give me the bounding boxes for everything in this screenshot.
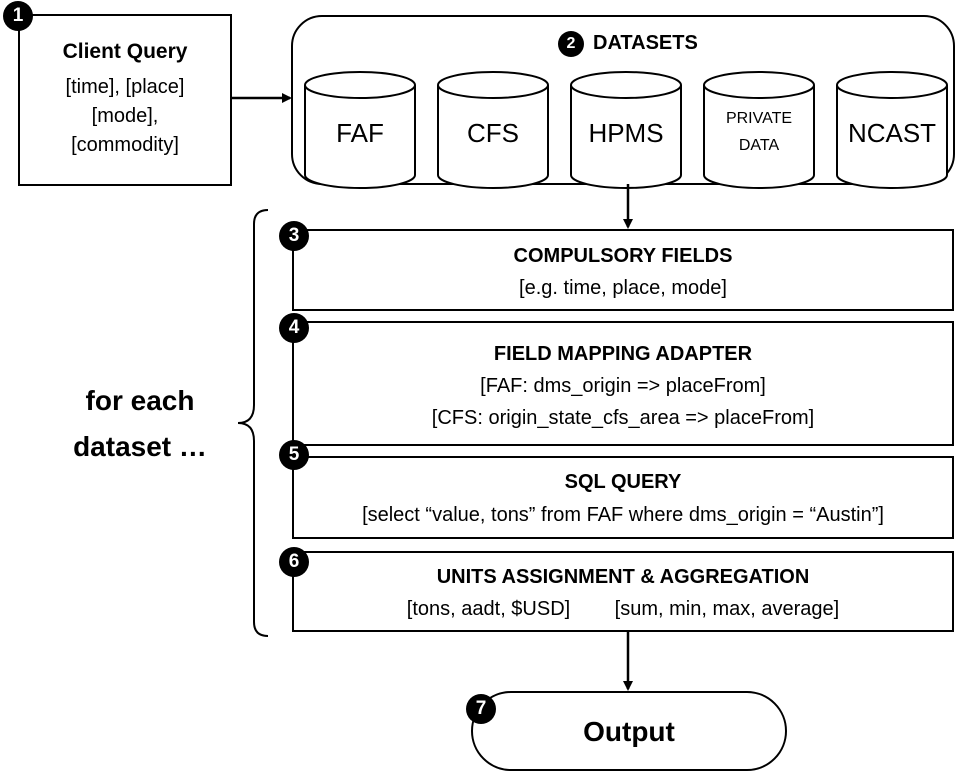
step-units-assignment: UNITS ASSIGNMENT & AGGREGATION [tons, aa…	[292, 551, 954, 632]
step-badge-4: 4	[279, 313, 309, 343]
step-sql-query: SQL QUERY [select “value, tons” from FAF…	[292, 456, 954, 539]
step-title: FIELD MAPPING ADAPTER	[493, 343, 753, 365]
step-title: SQL QUERY	[564, 471, 682, 493]
step-title: COMPULSORY FIELDS	[513, 245, 733, 267]
client-query-line: [time], [place]	[65, 76, 185, 98]
step-detail: [select “value, tons” from FAF where dms…	[362, 504, 884, 526]
step-field-mapping-adapter: FIELD MAPPING ADAPTER [FAF: dms_origin =…	[292, 321, 954, 446]
dataset-label-faf: FAF	[336, 118, 384, 148]
dataset-label-cfs: CFS	[467, 118, 519, 148]
for-each-label: for each dataset …	[50, 378, 230, 470]
step-detail: [e.g. time, place, mode]	[519, 277, 727, 299]
dataset-label-private: PRIVATE	[725, 110, 793, 127]
for-each-bracket	[237, 209, 269, 637]
datasets-title: DATASETS	[593, 32, 698, 54]
dataset-label-hpms: HPMS	[588, 118, 664, 148]
step-badge-6: 6	[279, 547, 309, 577]
dataset-cylinder-faf	[304, 71, 416, 189]
step-badge-3: 3	[279, 221, 309, 251]
step-badge-2: 2	[558, 31, 584, 57]
output-terminal	[471, 691, 787, 771]
dataset-cylinder-hpms	[570, 71, 682, 189]
output-label: Output	[583, 716, 675, 747]
for-each-label-line2: dataset …	[73, 431, 207, 462]
step-badge-1: 1	[3, 1, 33, 31]
client-query-line: [mode],	[91, 105, 159, 127]
client-query-title: Client Query	[62, 40, 188, 63]
dataset-cylinder-ncast	[836, 71, 948, 189]
dataset-cylinder-private-data	[703, 71, 815, 189]
step-detail: [CFS: origin_state_cfs_area => placeFrom…	[431, 407, 815, 429]
step-title: UNITS ASSIGNMENT & AGGREGATION	[436, 566, 810, 588]
step-detail: [FAF: dms_origin => placeFrom]	[480, 375, 766, 397]
step-badge-5: 5	[279, 440, 309, 470]
client-query-box: Client Query [time], [place] [mode], [co…	[18, 14, 232, 186]
for-each-label-line1: for each	[85, 385, 195, 416]
client-query-line: [commodity]	[71, 134, 179, 156]
step-compulsory-fields: COMPULSORY FIELDS [e.g. time, place, mod…	[292, 229, 954, 311]
step-detail: [tons, aadt, $USD] [sum, min, max, avera…	[406, 598, 840, 620]
dataset-label-data: DATA	[738, 137, 780, 154]
dataset-cylinder-cfs	[437, 71, 549, 189]
step-badge-7: 7	[466, 694, 496, 724]
dataset-label-ncast: NCAST	[847, 118, 937, 148]
